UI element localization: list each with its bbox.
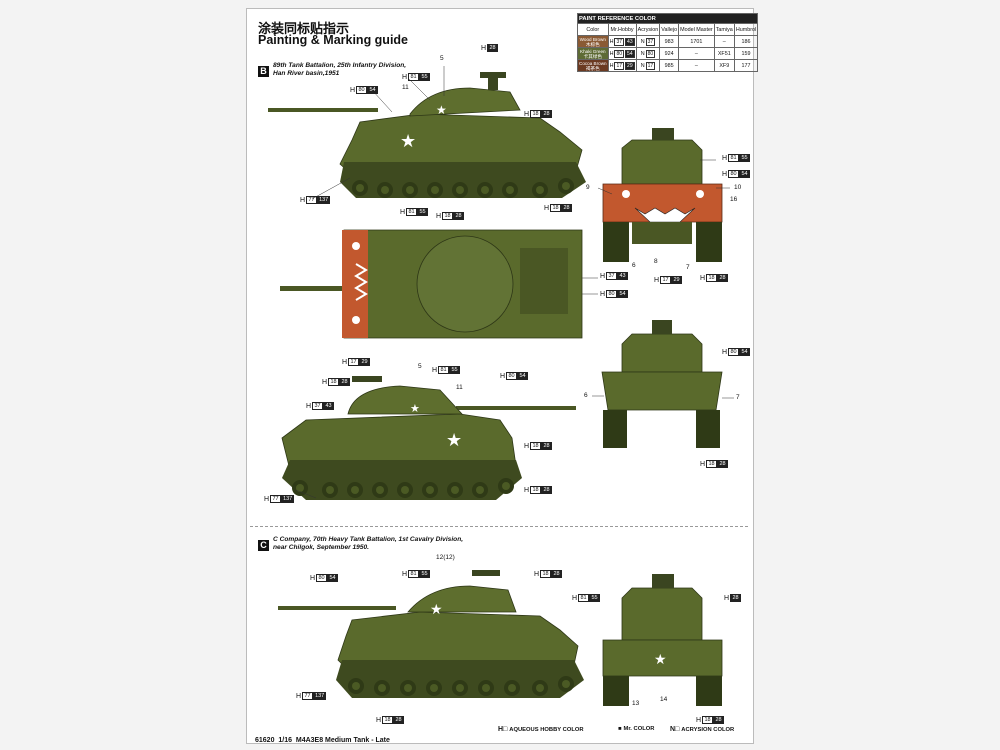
title-chinese: 涂装同标贴指示 <box>258 22 350 37</box>
ref-8: 8 <box>654 258 658 265</box>
footer-title: 61620 1/16 M4A3E8 Medium Tank - Late <box>255 737 390 744</box>
legend-aqueous: H□AQUEOUS HOBBY COLOR <box>498 726 584 733</box>
ref-16: 16 <box>730 196 738 203</box>
section-c-caption: C Company, 70th Heavy Tank Battalion, 1s… <box>273 536 464 552</box>
svg-text:★: ★ <box>430 601 443 617</box>
tank-b-side-right: ★ ★ <box>281 376 576 500</box>
legend-acrysion: N□ACRYSION COLOR <box>670 726 735 733</box>
ref-14: 14 <box>660 696 668 703</box>
svg-text:★: ★ <box>436 103 447 117</box>
svg-text:★: ★ <box>410 403 420 415</box>
ref-11b: 11 <box>456 384 463 391</box>
section-b-caption: 89th Tank Battalion, 25th Infantry Divis… <box>273 62 407 78</box>
ref-10: 10 <box>734 184 742 191</box>
paint-table-header-row: Color Mr.Hobby Acrysion Vallejo Model Ma… <box>577 23 759 36</box>
svg-text:★: ★ <box>654 651 667 667</box>
tank-b-side-left: ★ ★ <box>268 72 586 198</box>
ref-13: 13 <box>632 700 640 707</box>
legend-mr-color: ■Mr. COLOR <box>618 726 655 732</box>
svg-text:★: ★ <box>446 430 462 450</box>
ref-6b: 6 <box>584 392 588 399</box>
ref-12: 12(12) <box>436 554 455 561</box>
section-c-badge: C <box>258 540 269 551</box>
tank-c-front: ★ <box>602 574 723 706</box>
tank-b-top <box>280 229 583 339</box>
ref-7: 7 <box>686 264 690 271</box>
tank-c-side-left: ★ <box>278 570 584 698</box>
svg-text:★: ★ <box>400 131 416 151</box>
tank-b-rear <box>601 320 723 448</box>
tank-b-front <box>602 128 723 262</box>
ref-6: 6 <box>632 262 636 269</box>
ref-9: 9 <box>586 184 590 191</box>
ref-5: 5 <box>440 55 444 62</box>
ref-7b: 7 <box>736 394 740 401</box>
ref-11: 11 <box>402 84 409 91</box>
section-b-badge: B <box>258 66 269 77</box>
section-divider <box>250 526 748 527</box>
ref-5b: 5 <box>418 363 422 370</box>
title-english: Painting & Marking guide <box>258 33 409 47</box>
paint-reference-table: PAINT REFERENCE COLOR Color Mr.Hobby Acr… <box>576 13 759 72</box>
